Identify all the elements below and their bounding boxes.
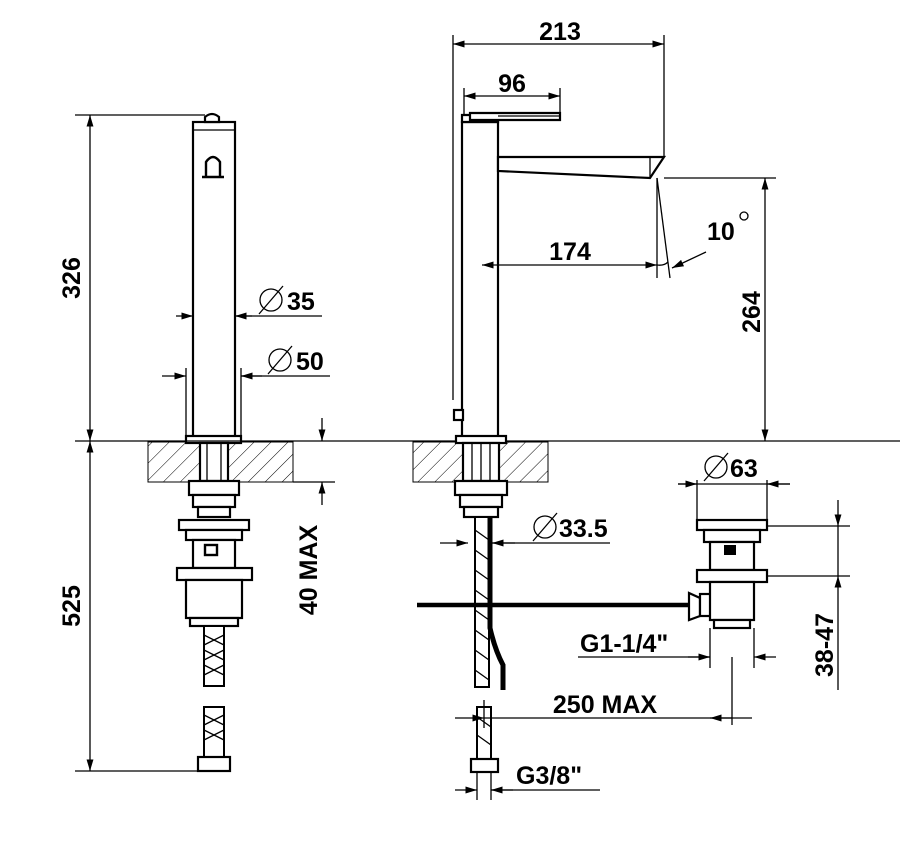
degree-icon <box>739 211 749 221</box>
spout <box>496 155 667 180</box>
dim-width-total: 213 <box>539 18 581 46</box>
dim-waste-distance: 250 MAX <box>553 691 658 719</box>
dim-hose-thread: G3/8" <box>516 762 582 790</box>
side-view <box>412 111 769 774</box>
dim-height-total: 326 <box>58 257 86 299</box>
side-body <box>460 120 500 440</box>
dim-spout-reach: 174 <box>549 238 591 266</box>
dim-waste-range: 38-47 <box>811 613 839 677</box>
supply-pipe <box>487 517 506 690</box>
diameter-icon <box>703 452 729 482</box>
diameter-icon <box>267 345 293 375</box>
side-dimensions: 213 96 174 10 264 63 <box>440 18 850 800</box>
dim-waste-thread: G1-1/4" <box>580 630 668 658</box>
front-dimensions: 326 525 35 50 40 MAX <box>58 114 900 772</box>
dim-spout-angle: 10 <box>707 218 735 246</box>
dim-diam-spout: 35 <box>287 288 315 316</box>
dim-height-below: 525 <box>58 585 86 627</box>
diameter-icon <box>258 285 284 315</box>
dim-lever-reach: 96 <box>498 70 526 98</box>
lever-icon <box>204 155 222 177</box>
dim-diam-waste: 63 <box>730 455 758 483</box>
dim-diam-base: 50 <box>296 348 324 376</box>
front-view <box>147 112 294 773</box>
dim-diam-shank: 33.5 <box>559 515 608 543</box>
front-body <box>191 120 237 440</box>
dim-mount-thickness: 40 MAX <box>295 525 323 616</box>
diameter-icon <box>532 512 558 542</box>
dim-spout-height: 264 <box>738 291 766 333</box>
